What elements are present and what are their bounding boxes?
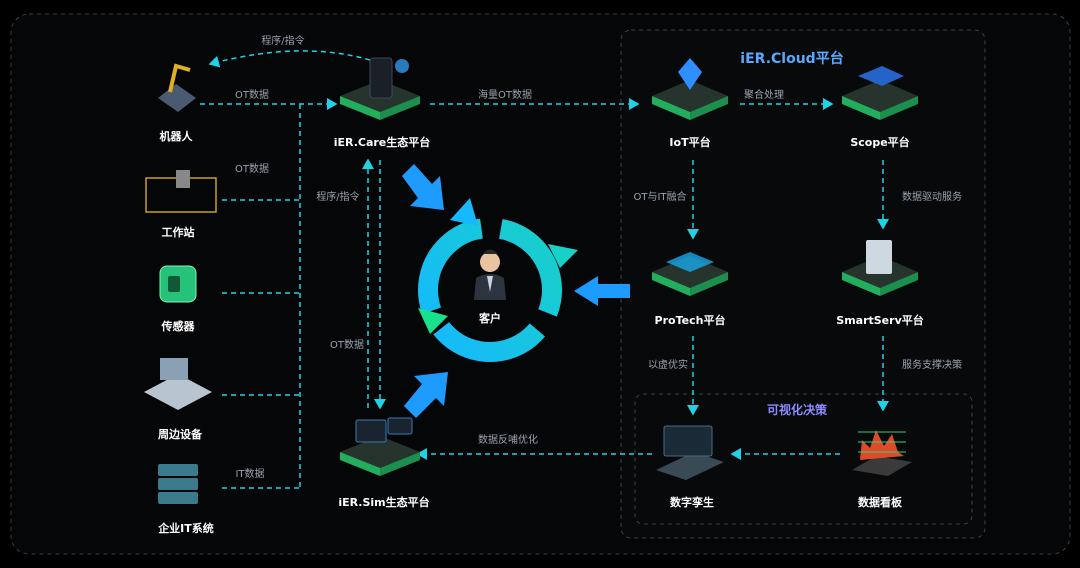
label-smartserv-dashboard: 服务支撑决策: [902, 358, 962, 371]
visualization-panel: [634, 393, 973, 525]
processor-icon: [666, 252, 714, 272]
arrow-care-to-center: [402, 164, 444, 210]
label-iot-scope: 聚合处理: [744, 88, 784, 101]
label-twin-sim: 数据反哺优化: [478, 433, 538, 446]
connectors: [200, 50, 889, 489]
server-stack-icon: [158, 464, 198, 504]
platform-sim[interactable]: iER.Sim生态平台: [338, 417, 430, 509]
label-care-iot: 海量OT数据: [478, 88, 532, 101]
iot-cube-icon: [678, 58, 702, 90]
cloud-panel-title: iER.Cloud平台: [740, 50, 843, 67]
node-peripheral[interactable]: 周边设备: [144, 358, 212, 441]
it-label: 企业IT系统: [157, 521, 214, 535]
robot-arm-icon: [158, 84, 196, 112]
workstation-label: 工作站: [162, 225, 195, 239]
gear-icon: [395, 59, 409, 73]
node-robot[interactable]: 机器人: [158, 63, 196, 143]
customer-cycle: 客户: [418, 198, 578, 362]
label-sim-up: OT数据: [330, 338, 364, 351]
platform-care[interactable]: iER.Care生态平台: [334, 57, 431, 149]
arrow-sim-to-center: [404, 372, 448, 418]
sim-label: iER.Sim生态平台: [338, 495, 429, 509]
iot-label: IoT平台: [669, 135, 710, 149]
dashboard-label: 数据看板: [858, 495, 903, 509]
care-label: iER.Care生态平台: [334, 135, 431, 149]
label-scope-smartserv: 数据驱动服务: [902, 190, 962, 203]
customer-label: 客户: [478, 311, 501, 325]
customer-avatar-icon: [474, 249, 506, 300]
twin-label: 数字孪生: [670, 495, 714, 509]
platform-smartserv[interactable]: SmartServ平台: [836, 240, 924, 327]
flow-arrows: [402, 164, 630, 418]
laptop-icon: [663, 425, 713, 457]
platform-dashboard[interactable]: 数据看板: [852, 430, 912, 509]
peripheral-equipment-icon: [144, 374, 212, 410]
platform-iot[interactable]: IoT平台: [652, 58, 728, 149]
label-it-edge: IT数据: [235, 467, 264, 480]
label-iot-protech: OT与IT融合: [633, 190, 686, 203]
protech-label: ProTech平台: [655, 313, 726, 327]
label-robot-edge: OT数据: [235, 88, 269, 101]
label-workstation-edge: OT数据: [235, 162, 269, 175]
smartserv-label: SmartServ平台: [836, 313, 923, 327]
platform-twin[interactable]: 数字孪生: [656, 425, 724, 509]
label-care-down: 程序/指令: [316, 190, 359, 203]
edge-top-arc: [208, 50, 371, 68]
visualization-panel-title: 可视化决策: [767, 402, 828, 417]
scope-label: Scope平台: [850, 135, 909, 149]
chip-icon: [858, 66, 904, 86]
arrow-protech-to-center: [574, 276, 630, 306]
peripheral-label: 周边设备: [158, 427, 203, 441]
node-it[interactable]: 企业IT系统: [157, 464, 214, 535]
clipboard-icon: [866, 240, 892, 274]
platform-protech[interactable]: ProTech平台: [652, 252, 728, 327]
label-top-arc: 程序/指令: [261, 34, 304, 47]
node-workstation[interactable]: 工作站: [145, 170, 217, 239]
node-sensor[interactable]: 传感器: [159, 265, 197, 333]
robot-label: 机器人: [160, 129, 194, 143]
label-protech-twin: 以虚优实: [648, 358, 688, 371]
sensor-label: 传感器: [161, 319, 196, 333]
platform-scope[interactable]: Scope平台: [842, 66, 918, 149]
